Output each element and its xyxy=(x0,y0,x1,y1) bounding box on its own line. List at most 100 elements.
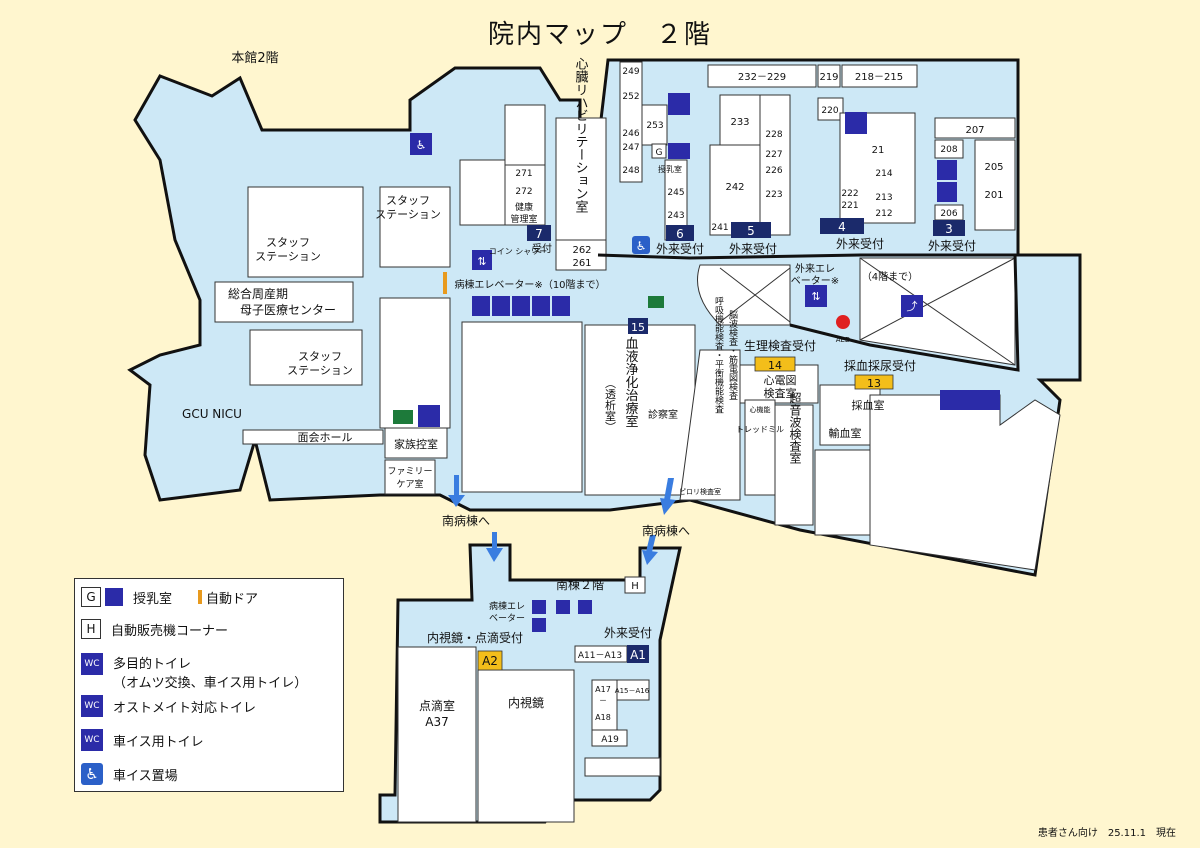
toilet-icon-pair xyxy=(845,112,867,134)
treadmill-room[interactable] xyxy=(744,399,776,496)
svg-text:⤴: ⤴ xyxy=(907,299,918,313)
staff-station-3[interactable] xyxy=(249,329,363,386)
cardiac-rehab-room[interactable] xyxy=(555,117,607,241)
room-number: 227 xyxy=(765,150,782,160)
ecg-room[interactable] xyxy=(737,364,819,404)
escalator-icon: ⤴ xyxy=(901,295,923,317)
label-staff-station: ステーション xyxy=(255,250,321,263)
label-until-4f: （4階まで） xyxy=(862,271,918,283)
perinatal-center[interactable] xyxy=(214,281,354,323)
badge-14: 14 xyxy=(754,356,796,372)
family-wait-room[interactable] xyxy=(384,427,448,459)
label-reception: 受付 xyxy=(532,242,552,255)
label-ward-elevator: 病棟エレベーター※（10階まで） xyxy=(454,278,605,291)
svg-text:♿: ♿ xyxy=(636,239,647,253)
ultrasound-room[interactable] xyxy=(774,404,814,526)
staff-station-2[interactable] xyxy=(379,186,451,268)
drip-room[interactable] xyxy=(397,646,477,823)
legend-label: 自動販売機コーナー xyxy=(111,623,229,639)
room-number: 262 xyxy=(572,245,591,256)
family-care-room[interactable] xyxy=(384,459,436,495)
room-218-215[interactable] xyxy=(841,64,918,88)
x-room-1 xyxy=(697,264,791,326)
room-number: 228 xyxy=(765,130,782,140)
room-228-223[interactable] xyxy=(759,94,791,236)
svg-text:♿: ♿ xyxy=(416,138,427,152)
label-staff-station: ステーション xyxy=(287,364,353,377)
toilet-icons xyxy=(472,296,570,316)
svg-text:⇅: ⇅ xyxy=(477,255,486,268)
room-number: 222 xyxy=(841,189,858,199)
legend-row-ostomate: WC オストメイト対応トイレ xyxy=(81,695,256,717)
corridor-wall xyxy=(597,253,1020,372)
room-number: 212 xyxy=(875,209,892,219)
footer-date: 患者さん向け 25.11.1 現在 xyxy=(1037,828,1176,839)
stairs xyxy=(504,104,546,166)
dialysis-left-block xyxy=(461,321,583,493)
arrow-down-icon xyxy=(486,532,503,562)
badge-5: 5 xyxy=(731,222,771,238)
label-ward-elevator-south: 病棟エレ xyxy=(489,600,525,612)
label-staff-station: スタッフ xyxy=(266,236,310,249)
toilet-icons-south xyxy=(532,600,592,632)
label-blood-draw: 採血室 xyxy=(852,398,885,412)
g-icon: G xyxy=(81,587,101,607)
legend-label: オストメイト対応トイレ xyxy=(113,700,257,716)
legend-row-wheelchair-storage: ♿ 車イス置場 xyxy=(81,763,178,785)
label-cardiopulm: 心機能 xyxy=(750,405,771,414)
room-number: 241 xyxy=(711,223,728,233)
room-number: 248 xyxy=(622,166,639,176)
staff-station-1[interactable] xyxy=(247,186,364,278)
endoscopy-room[interactable] xyxy=(477,669,575,823)
legend-row-nursing: G 授乳室 自動ドア xyxy=(81,587,258,607)
room-232-229[interactable] xyxy=(707,64,817,88)
label-family-care: ファミリー xyxy=(387,467,432,477)
room-number: 242 xyxy=(725,182,744,193)
room-a17-a18[interactable] xyxy=(591,679,618,736)
room-220[interactable] xyxy=(817,97,844,121)
vending-icon xyxy=(624,576,646,594)
room-number: 252 xyxy=(622,92,639,102)
label-dialysis: 血液浄化治療室 xyxy=(623,337,639,428)
room-a19[interactable] xyxy=(591,729,628,747)
label-pirori: ピロリ検査室 xyxy=(679,487,721,496)
transfusion-room[interactable] xyxy=(814,449,871,536)
room-242[interactable] xyxy=(709,144,761,236)
room-number: G xyxy=(656,148,663,158)
label-health-mgmt: 健康 xyxy=(515,201,533,213)
label-ward-elevator-south: ベーター xyxy=(489,613,525,624)
room-number: 219 xyxy=(819,72,838,83)
room-number: 272 xyxy=(515,187,532,197)
svg-text:15: 15 xyxy=(631,321,645,334)
label-main2f: 本館2階 xyxy=(231,51,278,66)
legend: G 授乳室 自動ドア H 自動販売機コーナー WC 多目的トイレ （オムツ交換、… xyxy=(74,578,344,792)
wheelchair-storage-icon: ♿ xyxy=(632,236,650,254)
legend-label: （オムツ交換、車イス用トイレ） xyxy=(113,676,308,691)
label-perinatal: 母子医療センター xyxy=(240,303,336,317)
arrow-down-icon xyxy=(660,478,676,515)
legend-row-multi-toilet: WC 多目的トイレ （オムツ交換、車イス用トイレ） xyxy=(81,653,307,691)
badge-a1: A1 xyxy=(627,645,649,663)
room-number: 220 xyxy=(821,106,838,116)
badge-4: 4 xyxy=(820,218,864,234)
svg-text:A2: A2 xyxy=(482,654,498,668)
room-number: 247 xyxy=(622,143,639,153)
room-a15-a16[interactable] xyxy=(616,679,650,701)
health-mgmt-room[interactable] xyxy=(504,164,546,226)
dialysis-room[interactable] xyxy=(584,324,696,496)
label-treadmill: トレッドミル xyxy=(736,425,784,434)
room-208[interactable] xyxy=(934,139,964,159)
visit-hall[interactable] xyxy=(242,429,384,445)
brainwave-room[interactable] xyxy=(679,349,741,501)
legend-label: 自動ドア xyxy=(206,591,259,607)
label-south-2f: 南棟２階 xyxy=(556,577,604,592)
room-205-201[interactable] xyxy=(974,139,1016,231)
room-207[interactable] xyxy=(934,117,1016,139)
label-physio-reception: 生理検査受付 xyxy=(744,339,816,353)
room-219[interactable] xyxy=(817,64,841,88)
room-number: 218－215 xyxy=(855,72,903,83)
label-outpatient-reception: 外来受付 xyxy=(656,242,704,256)
room-number: 205 xyxy=(984,162,1003,173)
room-249-252[interactable] xyxy=(619,61,643,183)
legend-row-vending: H 自動販売機コーナー xyxy=(81,619,228,639)
